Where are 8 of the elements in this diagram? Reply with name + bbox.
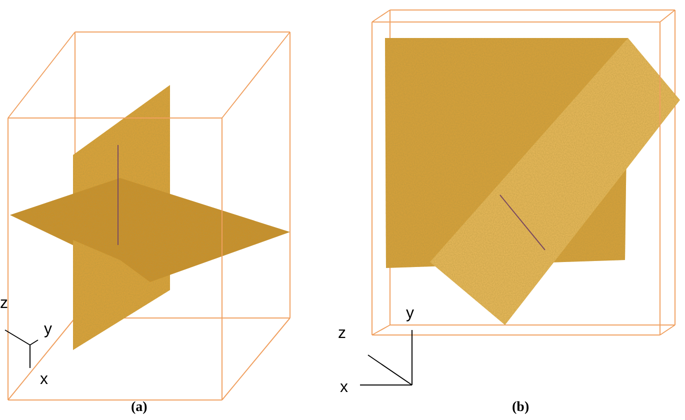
panel-label: (b): [512, 400, 530, 416]
axis-label: x: [40, 372, 48, 388]
axis-label: x: [340, 380, 348, 396]
axis-label: y: [406, 306, 414, 322]
axis-label: z: [338, 326, 346, 342]
axis-label: z: [0, 296, 8, 312]
panel-label: (a): [131, 400, 148, 416]
axis-label: y: [44, 322, 52, 338]
